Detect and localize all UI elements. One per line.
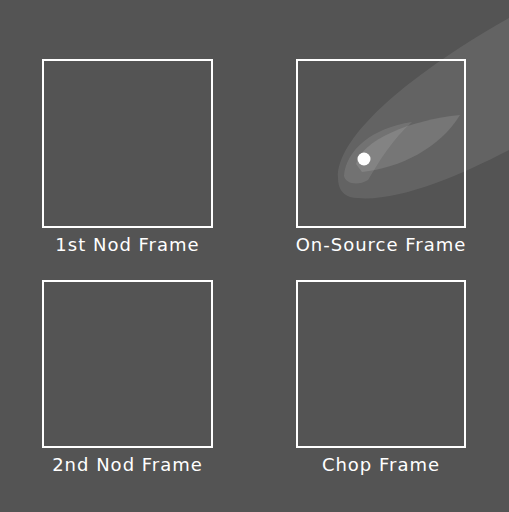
frame-label: Chop Frame [322,454,440,475]
frame-outline [296,280,466,448]
frame-label: 2nd Nod Frame [52,454,203,475]
frame-outline [42,59,213,228]
frame-outline [42,280,213,448]
comet-tail [356,115,460,172]
frame-label: On-Source Frame [296,234,467,255]
frame-box: 1st Nod Frame [42,59,213,228]
frame-box: 2nd Nod Frame [42,280,213,448]
comet-nucleus [358,153,371,166]
frame-outline [296,59,466,228]
frame-box: Chop Frame [296,280,466,448]
frame-label: 1st Nod Frame [55,234,199,255]
frame-box: On-Source Frame [296,59,466,228]
comet-halo [338,18,509,198]
